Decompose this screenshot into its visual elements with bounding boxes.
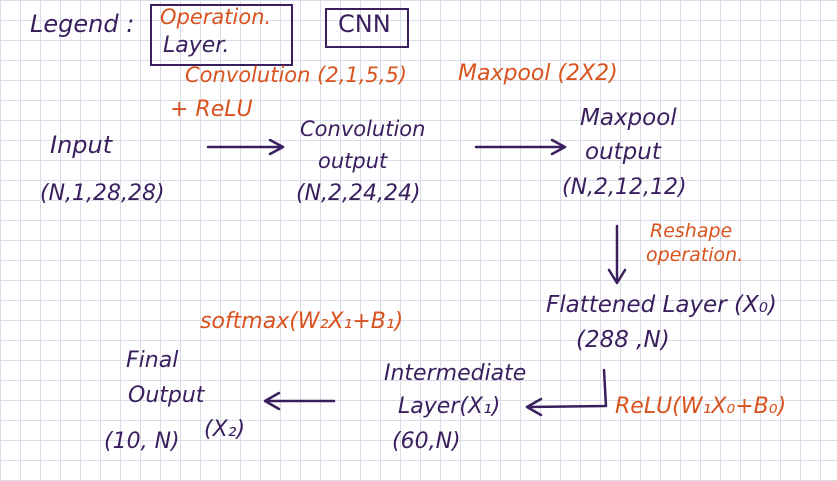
node-flattened-line1: Flattened Layer (X₀) bbox=[546, 292, 777, 318]
legend-cnn-box bbox=[325, 8, 409, 48]
node-input-label: Input bbox=[50, 131, 113, 159]
node-flattened-line2: (288 ,N) bbox=[576, 327, 670, 353]
op-maxpool: Maxpool (2X2) bbox=[458, 61, 618, 86]
arrow-input-to-conv bbox=[206, 138, 285, 156]
node-intermediate-line2: Layer(X₁) bbox=[398, 394, 501, 419]
legend-title: Legend : bbox=[30, 10, 135, 38]
arrow-maxpool-to-flattened bbox=[607, 224, 627, 285]
op-relu: ReLU(W₁X₀+B₀) bbox=[615, 394, 787, 419]
node-final-line2: Output bbox=[128, 383, 205, 408]
node-conv-line1: Convolution bbox=[300, 117, 426, 141]
node-maxpool-line1: Maxpool bbox=[580, 105, 677, 131]
op-softmax: softmax(W₂X₁+B₁) bbox=[200, 309, 404, 334]
legend-operation-label-1: Operation. bbox=[160, 5, 272, 29]
op-reshape-1: Reshape bbox=[650, 220, 733, 242]
legend-operation-box bbox=[150, 4, 293, 66]
legend-cnn-label: CNN bbox=[338, 10, 391, 38]
node-maxpool-line2: output bbox=[585, 139, 661, 165]
node-conv-shape: (N,2,24,24) bbox=[296, 181, 421, 206]
node-intermediate-line1: Intermediate bbox=[384, 361, 527, 386]
node-final-line1: Final bbox=[126, 348, 179, 373]
arrow-intermediate-to-final bbox=[263, 391, 336, 411]
op-relu-plus: + ReLU bbox=[170, 97, 253, 122]
node-conv-line2: output bbox=[318, 149, 388, 173]
arrow-flattened-to-intermediate bbox=[525, 368, 608, 417]
node-intermediate-shape: (60,N) bbox=[392, 429, 461, 454]
arrow-conv-to-maxpool bbox=[474, 138, 567, 156]
legend-layer-label: Layer. bbox=[163, 33, 230, 58]
node-final-shape: (10, N) bbox=[104, 429, 180, 454]
op-reshape-2: operation. bbox=[646, 244, 744, 266]
op-convolution: Convolution (2,1,5,5) bbox=[185, 63, 407, 87]
node-maxpool-shape: (N,2,12,12) bbox=[562, 175, 687, 200]
node-final-var: (X₂) bbox=[204, 417, 246, 442]
node-input-shape: (N,1,28,28) bbox=[40, 181, 165, 206]
